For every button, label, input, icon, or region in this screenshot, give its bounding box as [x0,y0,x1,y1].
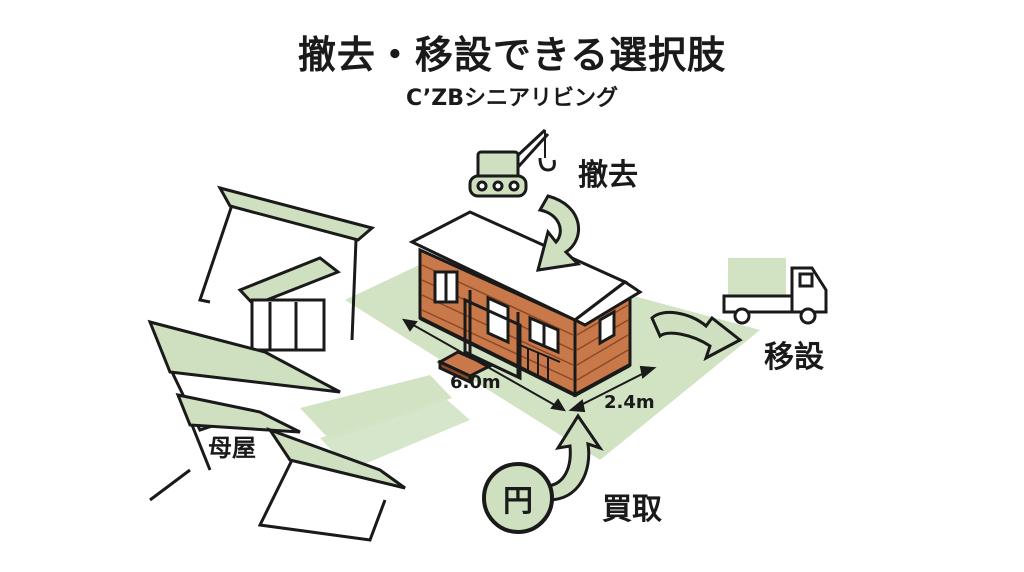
removal-arrow [535,194,582,272]
main-house [147,185,406,542]
label-relocation: 移設 [764,340,824,375]
crane-icon [468,128,556,198]
page-title: 撤去・移設できる選択肢 [297,33,727,77]
label-removal: 撤去 [578,158,638,193]
tiny-house [408,210,643,398]
purchase-arrow [546,413,604,502]
truck-icon [722,258,828,325]
relocation-arrow [650,310,743,362]
label-purchase: 買取 [602,492,662,527]
label-main-house: 母屋 [208,434,256,462]
walkway-2 [320,398,470,470]
dimension-lines [402,318,657,413]
label-width: 2.4m [604,392,655,413]
page-subtitle: C’ZBシニアリビング [405,86,619,111]
walkway [300,375,452,440]
label-length: 6.0m [450,372,501,393]
yen-coin-icon: 円 [482,462,554,534]
